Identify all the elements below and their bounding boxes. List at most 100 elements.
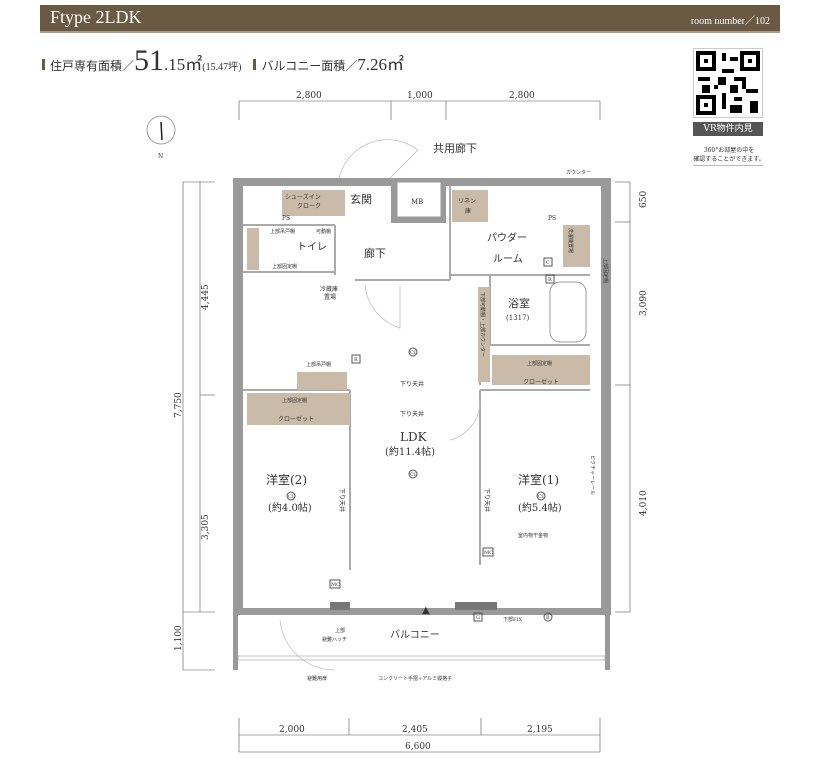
dimension-labels: 2,800 1,000 2,800 2,000 2,405 2,195 6,60… bbox=[174, 91, 649, 752]
label-kitchen-counter: 下部可動棚・上部カウンター bbox=[479, 292, 486, 357]
svg-text:CL: CL bbox=[538, 494, 546, 500]
dim-left-total: 7,750 bbox=[174, 392, 184, 418]
svg-text:R: R bbox=[354, 357, 358, 363]
label-closet: クローゼット bbox=[523, 378, 559, 386]
ceiling-light-icon: CL bbox=[408, 469, 418, 479]
vr-tour-button[interactable]: VR物件内見 bbox=[693, 122, 763, 136]
label-hatch: 上部 bbox=[335, 627, 345, 634]
svg-text:CL: CL bbox=[288, 494, 296, 500]
ceiling-light-icon: CL bbox=[408, 347, 418, 357]
north-label: N bbox=[158, 153, 163, 160]
label-escape-door: 避難用扉 bbox=[307, 675, 327, 682]
balcony-area-label: バルコニー面積／ bbox=[261, 59, 358, 73]
label-ldk-size: (約11.4帖) bbox=[385, 445, 435, 458]
label-lowered-ceiling: 下り天井 bbox=[400, 380, 424, 388]
label-movable-shelf: 可動棚 bbox=[316, 228, 331, 235]
label-common-corridor: 共用廊下 bbox=[433, 141, 477, 155]
label-fixed-shelf: 上部固定棚 bbox=[272, 263, 297, 270]
r-box-icon: R bbox=[545, 274, 555, 284]
label-linen: リネン bbox=[458, 198, 476, 205]
label-lowered-ceiling: 下り天井 bbox=[400, 410, 424, 418]
balcony-area-value: 7.26㎡ bbox=[357, 55, 404, 74]
dim-left-balcony: 1,100 bbox=[174, 625, 184, 651]
label-drying: 室内物干金物 bbox=[518, 532, 548, 539]
bullet-bar bbox=[253, 59, 257, 70]
dim-left-1: 4,445 bbox=[201, 284, 211, 310]
label-closet: クローゼット bbox=[278, 415, 314, 423]
label-fixed-shelf: 上部固定棚 bbox=[527, 360, 552, 367]
label-counter: カウンター bbox=[566, 169, 591, 176]
label-powder: ルーム bbox=[493, 253, 523, 265]
label-powder: パウダー bbox=[487, 231, 527, 244]
label-fixed-shelf: 上部固定棚 bbox=[602, 258, 609, 283]
divider bbox=[693, 165, 763, 166]
svg-text:CL: CL bbox=[410, 350, 418, 356]
label-ldk: LDK bbox=[400, 430, 428, 444]
label-picture-rail: ピクチャーレール bbox=[589, 455, 595, 495]
g-box-icon: G bbox=[473, 612, 483, 622]
label-laundry: 洗濯機置場 bbox=[567, 228, 574, 253]
label-lowered-ceiling: 下り天井 bbox=[338, 488, 346, 512]
label-bath-size: (1317) bbox=[506, 314, 530, 322]
bullet-bar bbox=[42, 59, 45, 70]
label-lower-fix: 下部FIX bbox=[503, 616, 522, 623]
label-mb: MB bbox=[411, 198, 423, 206]
label-hanging-shelf: 上部吊戸棚 bbox=[270, 228, 295, 235]
vr-note-line: 確認することができます。 bbox=[693, 156, 765, 163]
label-western2-size: (約4.0帖) bbox=[268, 501, 312, 514]
dim-left-2: 3,305 bbox=[201, 514, 211, 540]
label-western1-size: (約5.4帖) bbox=[518, 501, 562, 514]
mc-box-icon: MC bbox=[329, 579, 341, 589]
dim-top-1: 2,800 bbox=[296, 91, 322, 101]
label-hanging-shelf: 上部吊戸棚 bbox=[306, 361, 331, 368]
dim-right-2: 3,090 bbox=[639, 290, 649, 316]
label-toilet: トイレ bbox=[297, 242, 327, 253]
storage-areas bbox=[247, 190, 590, 425]
dim-bottom-3: 2,195 bbox=[527, 725, 553, 735]
unit-area-label: 住戸専有面積／ bbox=[50, 59, 135, 73]
dimension-lines bbox=[182, 100, 631, 753]
label-entrance: 玄関 bbox=[350, 192, 372, 206]
room-number: room number／102 bbox=[690, 16, 770, 27]
label-fixed-shelf: 上部固定棚 bbox=[282, 397, 307, 404]
area-summary: 住戸専有面積／ 51 .15㎡ (15.47坪) バルコニー面積／ 7.26㎡ bbox=[42, 44, 404, 78]
dim-top-2: 1,000 bbox=[407, 91, 433, 101]
bathtub-icon bbox=[549, 281, 587, 343]
compass-icon: N bbox=[146, 115, 176, 160]
svg-text:R: R bbox=[548, 277, 552, 283]
label-railing: コンクリート手摺+アルミ縦格子 bbox=[378, 675, 452, 682]
vr-note: 360°お部屋の中を 確認することができます。 bbox=[683, 146, 775, 164]
dim-right-1: 650 bbox=[639, 191, 649, 208]
mc-box-icon: MC bbox=[482, 547, 494, 557]
plan-type-title: Ftype 2LDK bbox=[50, 7, 142, 27]
label-hatch: 避難ハッチ bbox=[322, 636, 347, 643]
label-shoe-cloak: シューズイン bbox=[285, 193, 321, 201]
entrance-marker-icon: ▲ bbox=[422, 605, 430, 616]
c-box-icon: C bbox=[543, 257, 553, 267]
dim-right-3: 4,010 bbox=[639, 490, 649, 516]
svg-text:B: B bbox=[546, 615, 550, 621]
qr-code[interactable] bbox=[693, 48, 763, 118]
svg-text:MC: MC bbox=[331, 582, 340, 588]
ceiling-light-icon: CL bbox=[286, 491, 296, 501]
label-fridge: 冷蔵庫 bbox=[320, 285, 338, 293]
dim-bottom-1: 2,000 bbox=[279, 725, 305, 735]
label-hallway: 廊下 bbox=[364, 246, 386, 260]
label-fridge: 置場 bbox=[324, 293, 336, 301]
dim-bottom-2: 2,405 bbox=[402, 725, 428, 735]
ceiling-light-icon: CL bbox=[536, 491, 546, 501]
label-linen: 庫 bbox=[465, 207, 471, 215]
b-box-icon: B bbox=[543, 612, 553, 622]
label-lowered-ceiling: 下り天井 bbox=[483, 488, 491, 512]
label-western1: 洋室(1) bbox=[518, 472, 559, 487]
svg-text:G: G bbox=[476, 615, 480, 621]
unit-area-dec: .15㎡ bbox=[164, 55, 203, 74]
label-shoe-cloak: クローク bbox=[297, 203, 321, 210]
label-ps: PS bbox=[548, 215, 556, 222]
svg-text:CL: CL bbox=[410, 472, 418, 478]
dim-bottom-total: 6,600 bbox=[405, 742, 431, 752]
svg-text:C: C bbox=[546, 260, 550, 266]
vr-note-line: 360°お部屋の中を bbox=[703, 147, 755, 154]
label-western2: 洋室(2) bbox=[266, 472, 307, 487]
